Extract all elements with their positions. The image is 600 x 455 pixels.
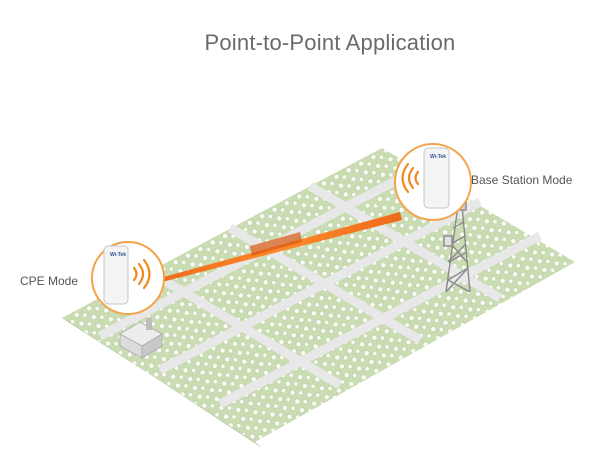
base-station-brand-logo: Wi-Tek <box>430 154 446 160</box>
cpe-callout: Wi-Tek <box>91 241 165 315</box>
base-station-radio-icon: Wi-Tek <box>423 147 450 209</box>
house-icon <box>119 318 163 359</box>
cpe-radio-icon: Wi-Tek <box>103 245 129 305</box>
signal-waves-icon <box>401 162 420 194</box>
base-station-mode-label: Base Station Mode <box>471 173 573 187</box>
base-station-callout: Wi-Tek <box>394 143 472 221</box>
page-title: Point-to-Point Application <box>204 30 456 55</box>
cpe-brand-logo: Wi-Tek <box>110 252 126 258</box>
cpe-mode-label: CPE Mode <box>20 274 79 288</box>
signal-waves-icon <box>132 258 151 290</box>
